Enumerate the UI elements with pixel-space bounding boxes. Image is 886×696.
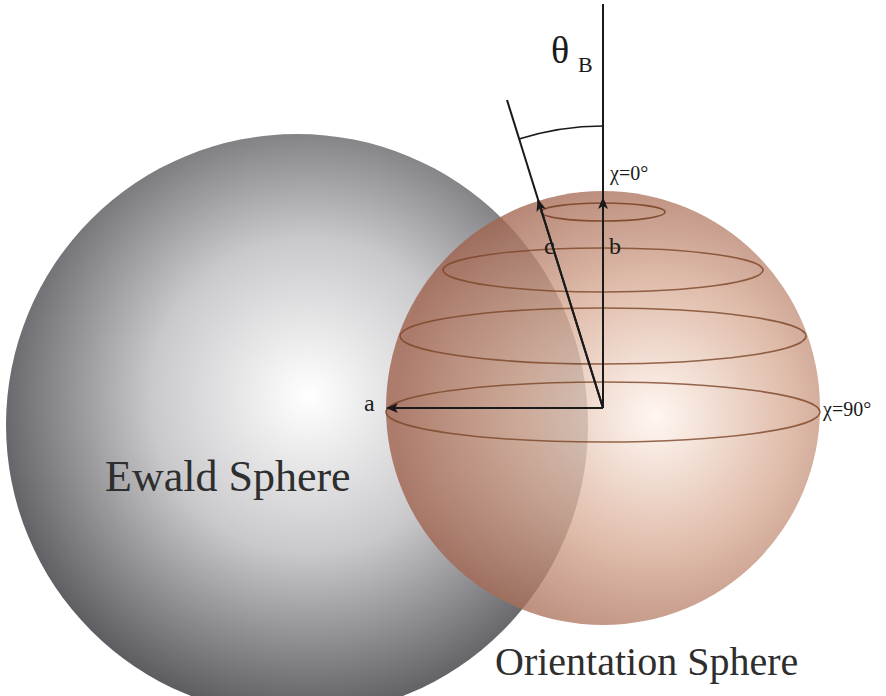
vectors — [387, 4, 603, 408]
sphere-label: Orientation Sphere — [495, 638, 798, 685]
vector-label: b⃗ — [609, 233, 640, 260]
chi-label: χ=90° — [823, 398, 871, 421]
sphere-label: Ewald Sphere — [105, 451, 351, 502]
vector-label: a⃗ — [364, 390, 393, 417]
angle-subscript: B — [578, 52, 593, 78]
angle-symbol: θ — [551, 28, 569, 72]
chi-label: χ=0° — [610, 162, 648, 185]
vector-label: c⃗ — [544, 233, 573, 260]
